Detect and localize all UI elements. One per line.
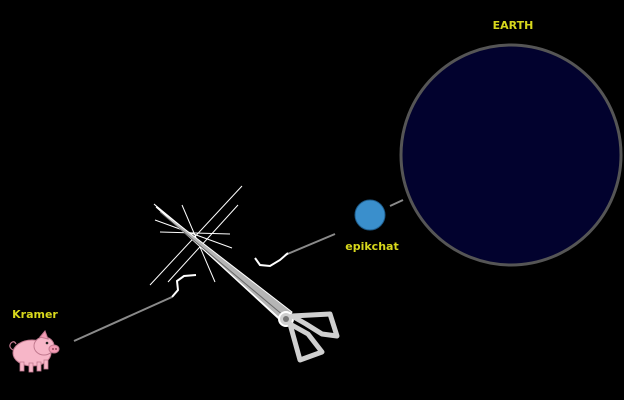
planet-body (399, 43, 623, 267)
moon-label: epikchat (345, 240, 398, 253)
scissors-handle-left (287, 321, 325, 363)
planet-earth[interactable]: EARTH (399, 19, 623, 267)
moon-epikchat[interactable]: epikchat (345, 199, 399, 253)
player-kramer[interactable]: Kramer (9, 308, 60, 373)
tether-segment-kramer-cut (73, 296, 173, 342)
tether-segment-moon-cut (284, 233, 336, 256)
scissors-icon[interactable] (149, 185, 340, 363)
tether-segment-moon-planet (389, 199, 404, 207)
tether-cut-fray-right (254, 252, 289, 268)
scissors-handle-right (289, 311, 340, 339)
player-label: Kramer (12, 308, 58, 321)
planet-label: EARTH (493, 19, 534, 32)
pig-icon (9, 330, 60, 373)
moon-body (354, 199, 386, 231)
tether-cut-fray-left (171, 274, 197, 298)
scissors-blade-edge (159, 211, 285, 317)
scissors-pivot-center (283, 316, 289, 322)
